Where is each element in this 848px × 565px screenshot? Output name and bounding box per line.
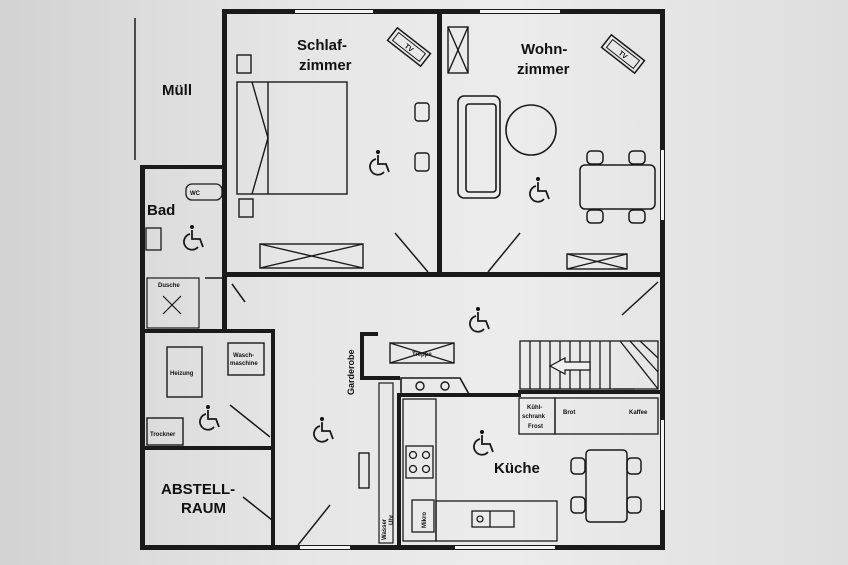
- washing-machine: Wasch- maschine: [227, 342, 265, 376]
- wash-label-1: Wasch-: [233, 353, 254, 359]
- interior-walls: [145, 14, 660, 545]
- wheelchair-icon: [183, 225, 204, 251]
- water-meter: Wasser Uhr: [378, 382, 395, 544]
- heater-label: Heizung: [170, 371, 194, 377]
- wardrobe: [259, 243, 364, 269]
- bed: [236, 81, 348, 195]
- toilet: WC: [185, 183, 223, 201]
- dryer-label: Trockner: [150, 432, 176, 438]
- kitchen-table: [570, 449, 642, 523]
- wheelchair-icon: [369, 150, 390, 176]
- room-label-muell: Müll: [162, 82, 192, 99]
- bathroom: Bad WC Dusche: [145, 183, 223, 329]
- stove-top: [400, 377, 472, 397]
- chair: [414, 102, 430, 122]
- room-label-kueche: Küche: [494, 460, 540, 477]
- sink: [435, 500, 558, 542]
- microwave-label: Mikro: [422, 512, 428, 528]
- shower-label: Dusche: [158, 283, 180, 289]
- wheelchair-icon: [313, 417, 334, 443]
- fridge: Kühl- schrank Frost: [518, 397, 556, 435]
- room-label-abstell-1: ABSTELL-: [161, 481, 235, 498]
- counter-left: [402, 398, 437, 542]
- wardrobe-label: Garderobe: [346, 349, 356, 395]
- sofa: [457, 95, 501, 199]
- tv-label: TV: [403, 43, 415, 54]
- storage-room: ABSTELL- RAUM: [161, 481, 235, 517]
- tv-label: TV: [617, 50, 629, 61]
- stairs-label: Treppe: [412, 352, 432, 358]
- water-meter-label-2: Uhr: [389, 514, 395, 525]
- outer-walls: [134, 9, 665, 550]
- fridge-label-2: schrank: [522, 414, 546, 420]
- sink: [145, 227, 162, 251]
- wheelchair-icon: [529, 177, 550, 203]
- wardrobe: [566, 253, 628, 270]
- dryer: Trockner: [146, 417, 184, 446]
- dining-table: [579, 150, 656, 224]
- wc-label: WC: [190, 191, 201, 197]
- staircase: [519, 340, 659, 390]
- microwave: Mikro: [411, 499, 435, 533]
- hallway: Garderobe Treppe: [313, 307, 659, 544]
- water-meter-label-1: Wasser: [382, 518, 388, 540]
- room-label-wohn-2: zimmer: [517, 61, 570, 78]
- coffee-label: Kaffee: [629, 410, 648, 416]
- wheelchair-icon: [469, 307, 490, 333]
- bread-label: Brot: [563, 410, 575, 416]
- doors: [229, 232, 659, 546]
- windows: [295, 10, 664, 549]
- counter-top: Brot Kaffee: [554, 397, 659, 435]
- chair: [414, 152, 430, 172]
- fridge-label-1: Kühl-: [527, 405, 542, 411]
- room-label-schlaf-2: zimmer: [299, 57, 352, 74]
- nightstand: [236, 54, 252, 74]
- utility-room: Heizung Wasch- maschine Trockner: [146, 342, 265, 446]
- stair-storage: Treppe: [389, 342, 455, 364]
- fridge-label-3: Frost: [528, 424, 543, 430]
- wheelchair-icon: [199, 405, 220, 431]
- shower: Dusche: [146, 277, 200, 329]
- round-table: [505, 104, 557, 156]
- cabinet: [447, 26, 469, 74]
- tv-icon: TV: [386, 26, 432, 68]
- room-label-schlaf-1: Schlaf-: [297, 37, 347, 54]
- wheelchair-icon: [473, 430, 494, 456]
- room-label-abstell-2: RAUM: [181, 500, 226, 517]
- wash-label-2: maschine: [230, 361, 258, 367]
- shoe-cabinet: [358, 452, 370, 489]
- room-label-bad: Bad: [147, 202, 175, 219]
- nightstand: [238, 198, 254, 218]
- tv-icon: TV: [600, 33, 646, 75]
- kitchen: Küche Mikro Kühl- schrank Frost Brot: [400, 377, 659, 542]
- living-room: Wohn- zimmer TV: [447, 26, 656, 270]
- bedroom: Schlaf- zimmer TV: [236, 26, 432, 269]
- room-label-wohn-1: Wohn-: [521, 41, 567, 58]
- heater: [166, 346, 203, 398]
